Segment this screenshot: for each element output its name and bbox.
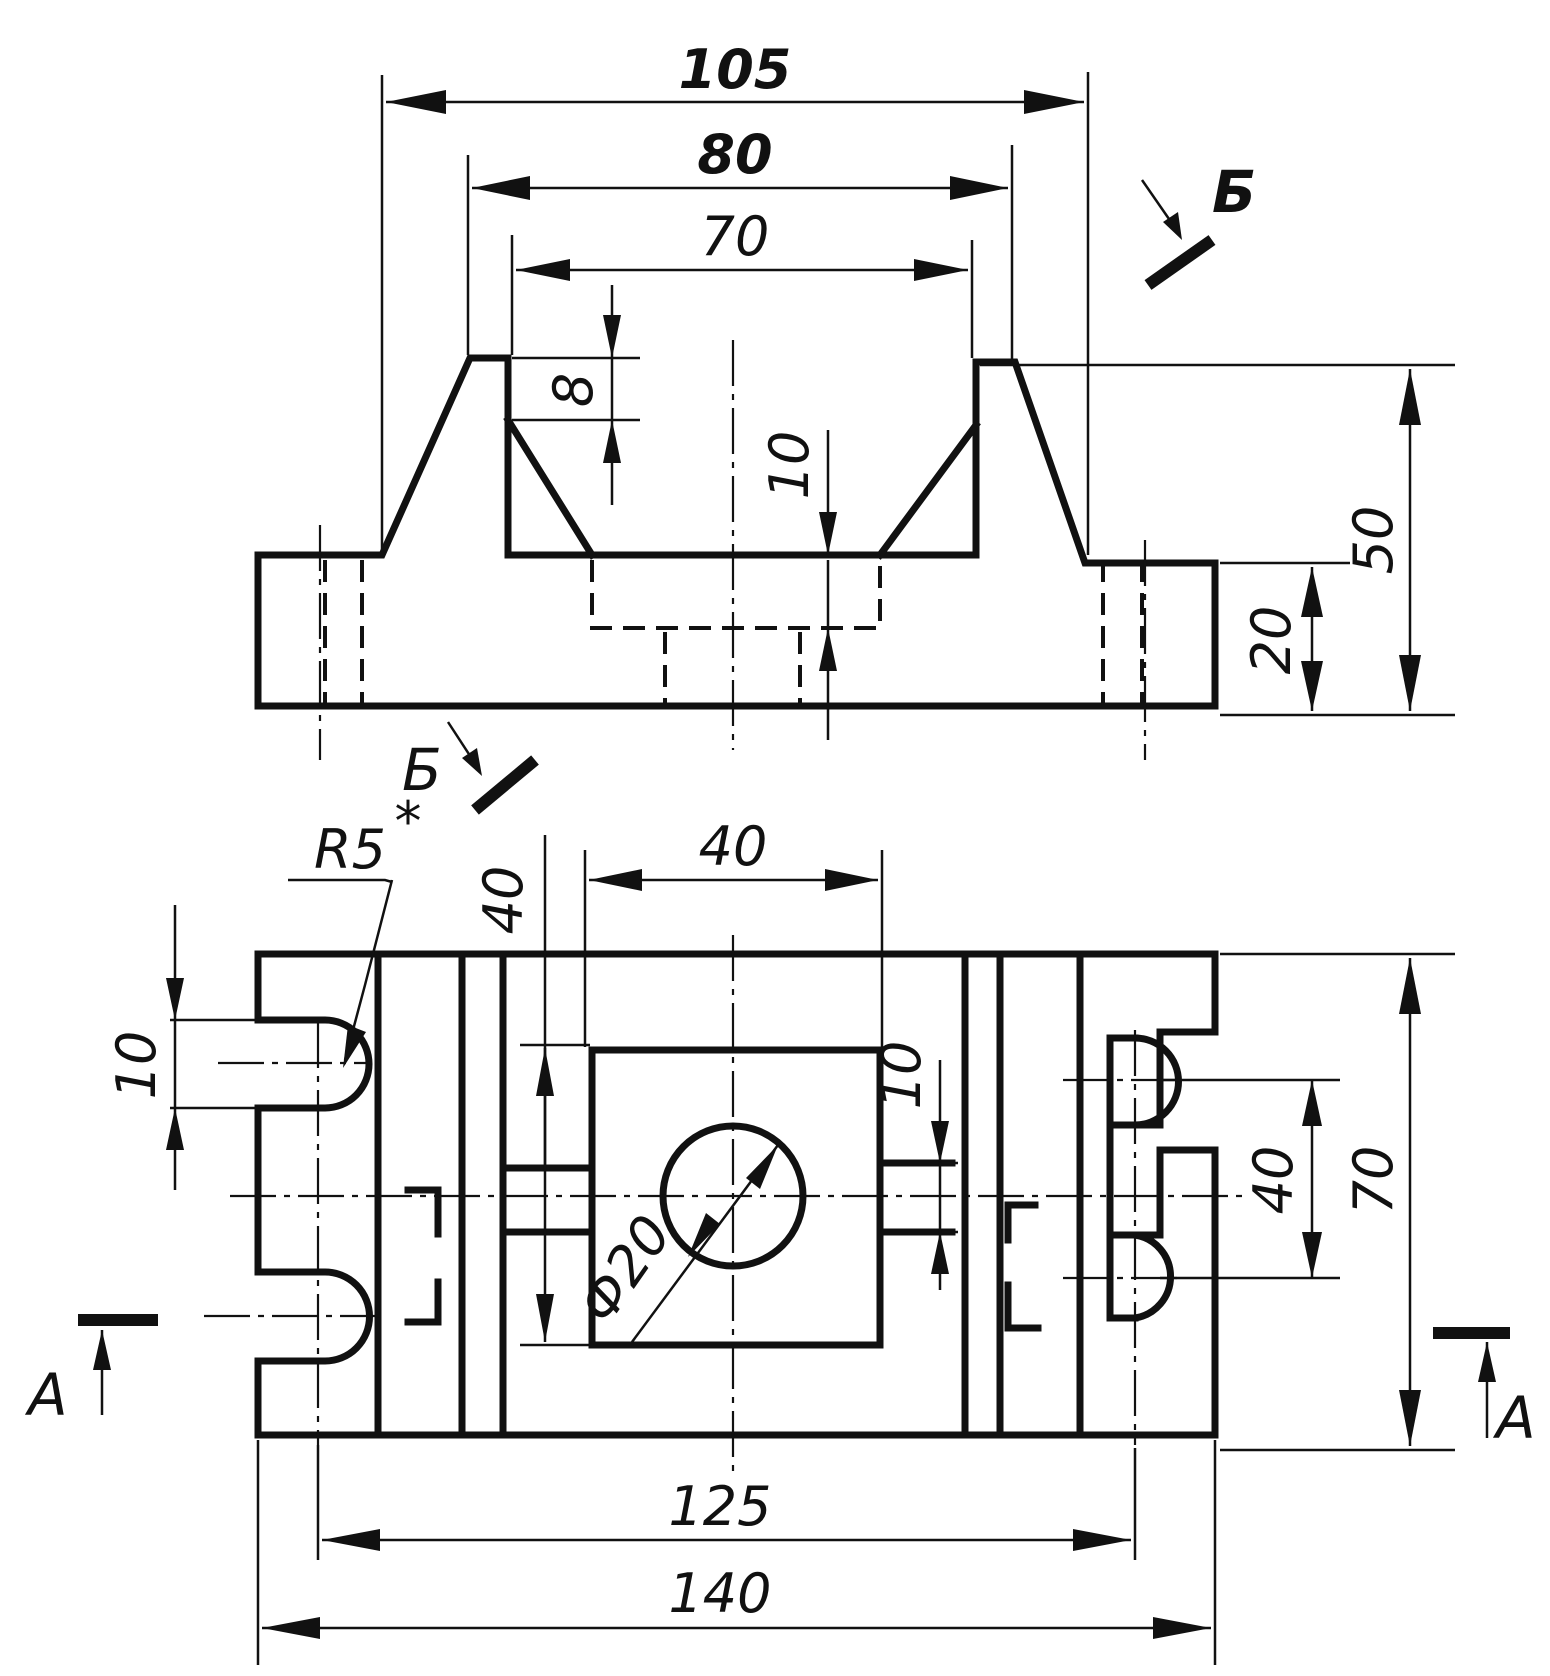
arrow-40-slots-bottom: [1302, 1232, 1322, 1278]
section-arrow-b-bottom-head: [462, 748, 482, 776]
front-hidden-pocket: [590, 560, 882, 705]
arrow-10-web-bottom: [931, 1232, 949, 1274]
dim-label-10-web: 10: [870, 1041, 933, 1110]
dim-label-70-plan: 70: [1342, 1146, 1405, 1215]
arrow-105-left: [386, 90, 446, 114]
arrow-70-right: [914, 259, 968, 281]
dim-label-125: 125: [668, 1475, 771, 1538]
arrow-80-left: [472, 176, 530, 200]
arrow-f20-a: [688, 1213, 720, 1257]
arrow-20-top: [1301, 567, 1323, 617]
arrow-10-front-top: [819, 512, 837, 555]
arrow-140-left: [262, 1617, 320, 1639]
dim-label-50: 50: [1342, 506, 1405, 575]
dim-label-r5-mark: *: [395, 790, 422, 853]
arrow-8-bottom: [603, 420, 621, 463]
plan-extension-lines: [170, 835, 1455, 1665]
dim-label-8: 8: [542, 373, 605, 407]
right-chamfer: [875, 420, 981, 560]
central-pocket: [588, 1046, 884, 1349]
plan-slot-edges: [1106, 1034, 1139, 1322]
section-arrow-a-right-head: [1478, 1342, 1496, 1382]
arrow-8-top: [603, 315, 621, 358]
dim-label-70: 70: [701, 205, 770, 268]
arrow-50-bottom: [1399, 655, 1421, 711]
dim-label-r5: R5: [314, 818, 386, 881]
arrow-125-left: [322, 1529, 380, 1551]
section-cut-b-top: [1144, 235, 1216, 290]
plan-view: R5 * 10 40 40 10 Ф20 40: [24, 721, 1536, 1665]
arrow-40-slots-top: [1302, 1080, 1322, 1126]
section-cut-b-bottom: [471, 755, 539, 815]
arrow-40-top-right: [825, 869, 878, 891]
arrow-125-right: [1073, 1529, 1131, 1551]
arrow-70-plan-top: [1399, 958, 1421, 1014]
section-label-a-right: А: [1492, 1384, 1536, 1452]
front-centre-lines: [318, 340, 1147, 760]
dim-label-40-top: 40: [699, 815, 768, 878]
plan-webs: [504, 1159, 956, 1236]
section-arrow-a-left-head: [93, 1330, 111, 1370]
arrow-80-right: [950, 176, 1008, 200]
dim-label-140: 140: [668, 1562, 771, 1625]
section-arrow-b-top-head: [1163, 212, 1182, 240]
dim-label-20: 20: [1240, 606, 1303, 675]
section-label-b-top: Б: [1212, 158, 1256, 226]
arrow-10-left-top: [166, 978, 184, 1020]
arrow-40-pocket-bottom: [536, 1294, 554, 1342]
dim-label-80: 80: [697, 123, 772, 186]
arrow-70-left: [516, 259, 570, 281]
arrow-10-web-top: [931, 1121, 949, 1163]
section-label-b-bottom: Б: [402, 736, 442, 804]
arrow-105-right: [1024, 90, 1084, 114]
arrow-10-left-bottom: [166, 1108, 184, 1150]
arrow-140-right: [1153, 1617, 1211, 1639]
dim-label-40-slots: 40: [1242, 1146, 1305, 1215]
arrow-40-top-left: [589, 869, 642, 891]
arrow-f20-b: [746, 1145, 778, 1189]
plan-hidden-right: [1004, 1201, 1042, 1332]
arrow-10-front-bottom: [819, 628, 837, 671]
left-chamfer: [503, 415, 597, 560]
plan-centre-lines: [204, 935, 1245, 1476]
front-view-outline: [254, 354, 1219, 710]
front-extension-lines: [380, 72, 1455, 740]
r5-arrowhead: [343, 1025, 366, 1068]
front-view: 105 80 70 8 10 50 20 Б: [254, 38, 1455, 760]
plan-hidden-left: [404, 1186, 442, 1326]
plan-view-outline: [254, 950, 1219, 1439]
arrow-70-plan-bottom: [1399, 1390, 1421, 1446]
dim-label-10-front: 10: [758, 431, 821, 500]
front-hidden-holes: [323, 560, 1144, 705]
dim-label-105: 105: [679, 38, 792, 101]
dim-label-40-pocket: 40: [472, 866, 535, 935]
section-label-a-left: А: [24, 1361, 68, 1429]
plan-vertical-lines: [374, 950, 1084, 1439]
arrow-50-top: [1399, 369, 1421, 425]
arrow-40-pocket-top: [536, 1048, 554, 1096]
arrow-20-bottom: [1301, 661, 1323, 711]
dim-label-10-left: 10: [105, 1031, 168, 1100]
